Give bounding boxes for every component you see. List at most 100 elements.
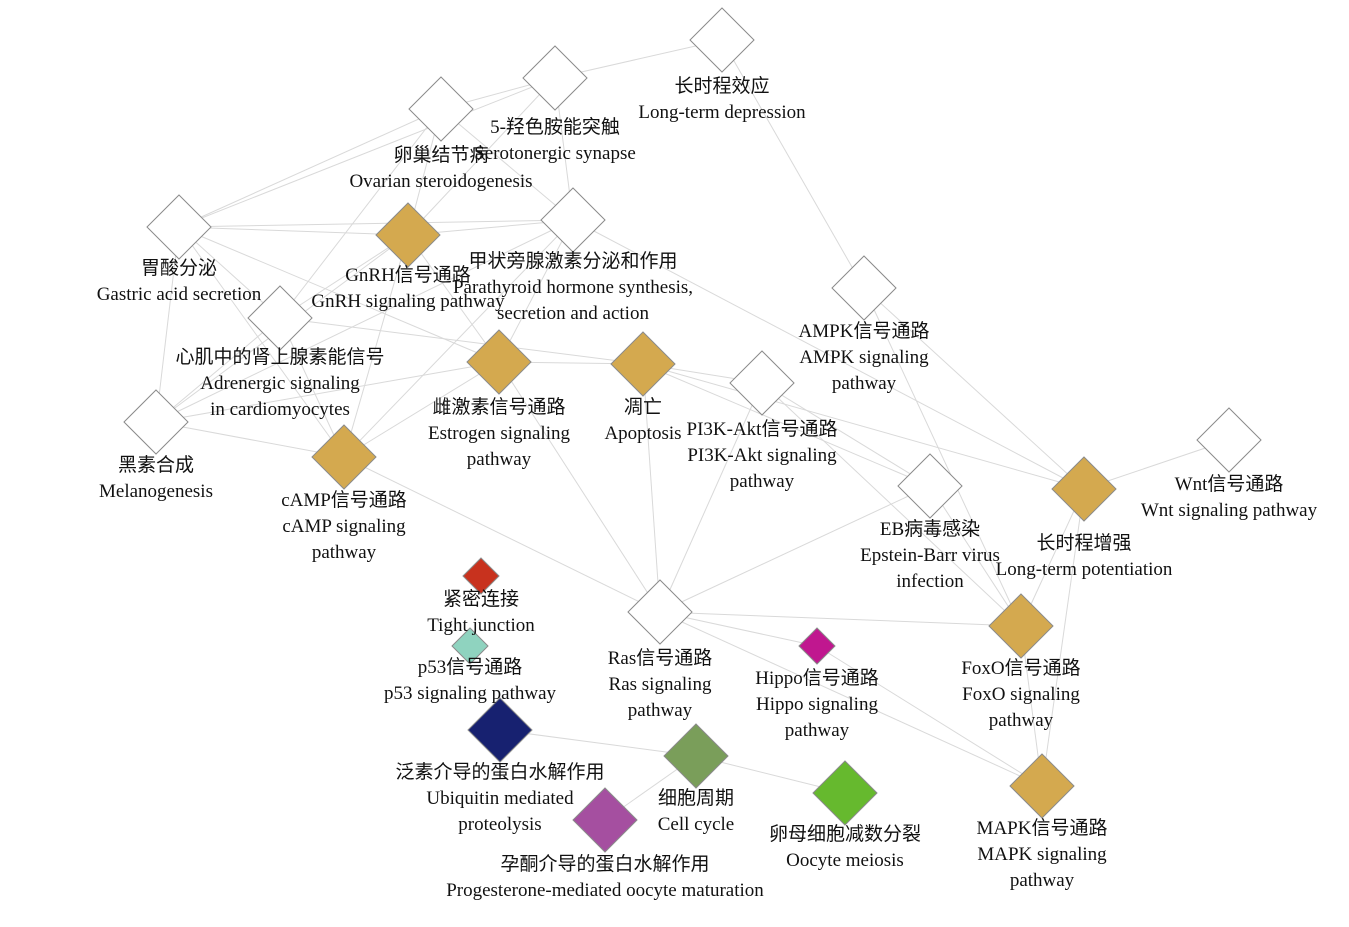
- node-gastric: [146, 194, 212, 260]
- label-en: MAPK signaling: [977, 844, 1107, 865]
- edge-gastric-estrogen: [178, 226, 500, 363]
- label-en: Epstein-Barr virus: [860, 545, 1000, 566]
- label-en: Oocyte meiosis: [786, 850, 904, 871]
- edge-gastric-pth: [178, 219, 574, 228]
- label-en: Adrenergic signaling: [200, 373, 360, 394]
- label-zh: Wnt信号通路: [1174, 474, 1284, 495]
- label-zh: 胃酸分泌: [140, 258, 217, 279]
- node-ltd: [689, 7, 755, 73]
- label-en: infection: [896, 571, 964, 592]
- node-camp: [311, 424, 377, 490]
- label-zh: 凋亡: [623, 397, 663, 418]
- node-adrenergic: [247, 285, 313, 351]
- edge-camp-melano: [155, 421, 345, 458]
- label-en: pathway: [1009, 870, 1075, 891]
- edge-sero-gnrh: [407, 77, 556, 236]
- edge-ras-foxo: [659, 611, 1022, 627]
- edge-estrogen-camp: [343, 361, 500, 458]
- label-en: Progesterone-mediated oocyte maturation: [446, 880, 764, 901]
- label-en: Cell cycle: [657, 814, 735, 835]
- label-en: pathway: [988, 710, 1054, 731]
- label-zh: 甲状旁腺激素分泌和作用: [468, 251, 678, 272]
- edge-pi3k-ras: [659, 382, 763, 613]
- label-en: p53 signaling pathway: [383, 683, 557, 704]
- edge-pth-ltp: [572, 219, 1085, 490]
- label-zh: p53信号通路: [417, 657, 523, 678]
- label-en: FoxO signaling: [962, 684, 1080, 705]
- label-en: pathway: [831, 373, 897, 394]
- label-en: in cardiomyocytes: [210, 399, 350, 420]
- node-ampk: [831, 255, 897, 321]
- node-progest: [572, 787, 638, 853]
- edge-ovarian-pth: [440, 108, 574, 221]
- label-en: GnRH signaling pathway: [311, 291, 505, 312]
- edge-apoptosis-ltp: [642, 363, 1085, 490]
- label-zh: PI3K-Akt信号通路: [686, 419, 838, 440]
- label-zh: MAPK信号通路: [976, 818, 1108, 839]
- node-tight: [462, 557, 500, 595]
- edge-ampk-ltp: [863, 287, 1085, 490]
- node-label-progest: 孕酮介导的蛋白水解作用 Progesterone-mediated oocyte …: [446, 852, 764, 904]
- edge-hippo-mapk: [816, 645, 1043, 787]
- nodes-layer: [123, 7, 1262, 853]
- edge-gastric-gnrh: [178, 226, 409, 236]
- label-en: Melanogenesis: [99, 481, 213, 502]
- label-zh: 泛素介导的蛋白水解作用: [395, 762, 605, 783]
- edge-ovarian-adrenergic: [279, 108, 442, 319]
- label-zh: GnRH信号通路: [345, 265, 471, 286]
- label-en: pathway: [784, 720, 850, 741]
- edge-gnrh-camp: [343, 234, 409, 458]
- label-en: Estrogen signaling: [428, 423, 570, 444]
- node-pth: [540, 187, 606, 253]
- edge-ampk-foxo: [863, 287, 1022, 627]
- label-en: secretion and action: [497, 303, 649, 324]
- edge-gastric-camp: [178, 226, 345, 458]
- label-zh: 长时程增强: [1036, 533, 1132, 554]
- label-en: PI3K-Akt signaling: [687, 445, 837, 466]
- node-apoptosis: [610, 331, 676, 397]
- label-en: Parathyroid hormone synthesis,: [452, 277, 694, 298]
- node-label-ovarian: 卵巢结节病 Ovarian steroidogenesis: [349, 143, 532, 195]
- label-zh: 紧密连接: [442, 589, 520, 610]
- edge-apoptosis-ras: [642, 363, 661, 613]
- edge-adrenergic-apoptosis: [279, 317, 644, 365]
- label-en: AMPK signaling: [799, 347, 929, 368]
- edge-apoptosis-ebv: [642, 363, 931, 487]
- edge-gastric-melano: [155, 226, 180, 423]
- node-wnt: [1196, 407, 1262, 473]
- edge-sero-gastric: [178, 77, 556, 228]
- label-en: Serotonergic synapse: [474, 143, 636, 164]
- label-en: proteolysis: [458, 814, 542, 835]
- label-zh: Hippo信号通路: [755, 668, 879, 689]
- edge-ltd-sero: [554, 39, 723, 79]
- label-zh: 卵巢结节病: [393, 145, 489, 166]
- edge-gnrh-adrenergic: [279, 234, 409, 319]
- edge-adrenergic-camp: [279, 317, 345, 458]
- node-ubiq: [467, 697, 533, 763]
- label-en: pathway: [729, 471, 795, 492]
- label-zh: 孕酮介导的蛋白水解作用: [500, 854, 710, 875]
- node-p53: [451, 627, 489, 665]
- label-en: Ovarian steroidogenesis: [349, 171, 533, 192]
- label-en: pathway: [311, 542, 377, 563]
- node-pi3k: [729, 350, 795, 416]
- edge-pth-camp: [343, 219, 574, 458]
- node-label-pth: 甲状旁腺激素分泌和作用 Parathyroid hormone synthesis…: [453, 249, 693, 327]
- node-gnrh: [375, 202, 441, 268]
- node-ovarian: [408, 76, 474, 142]
- label-zh: AMPK信号通路: [798, 321, 930, 342]
